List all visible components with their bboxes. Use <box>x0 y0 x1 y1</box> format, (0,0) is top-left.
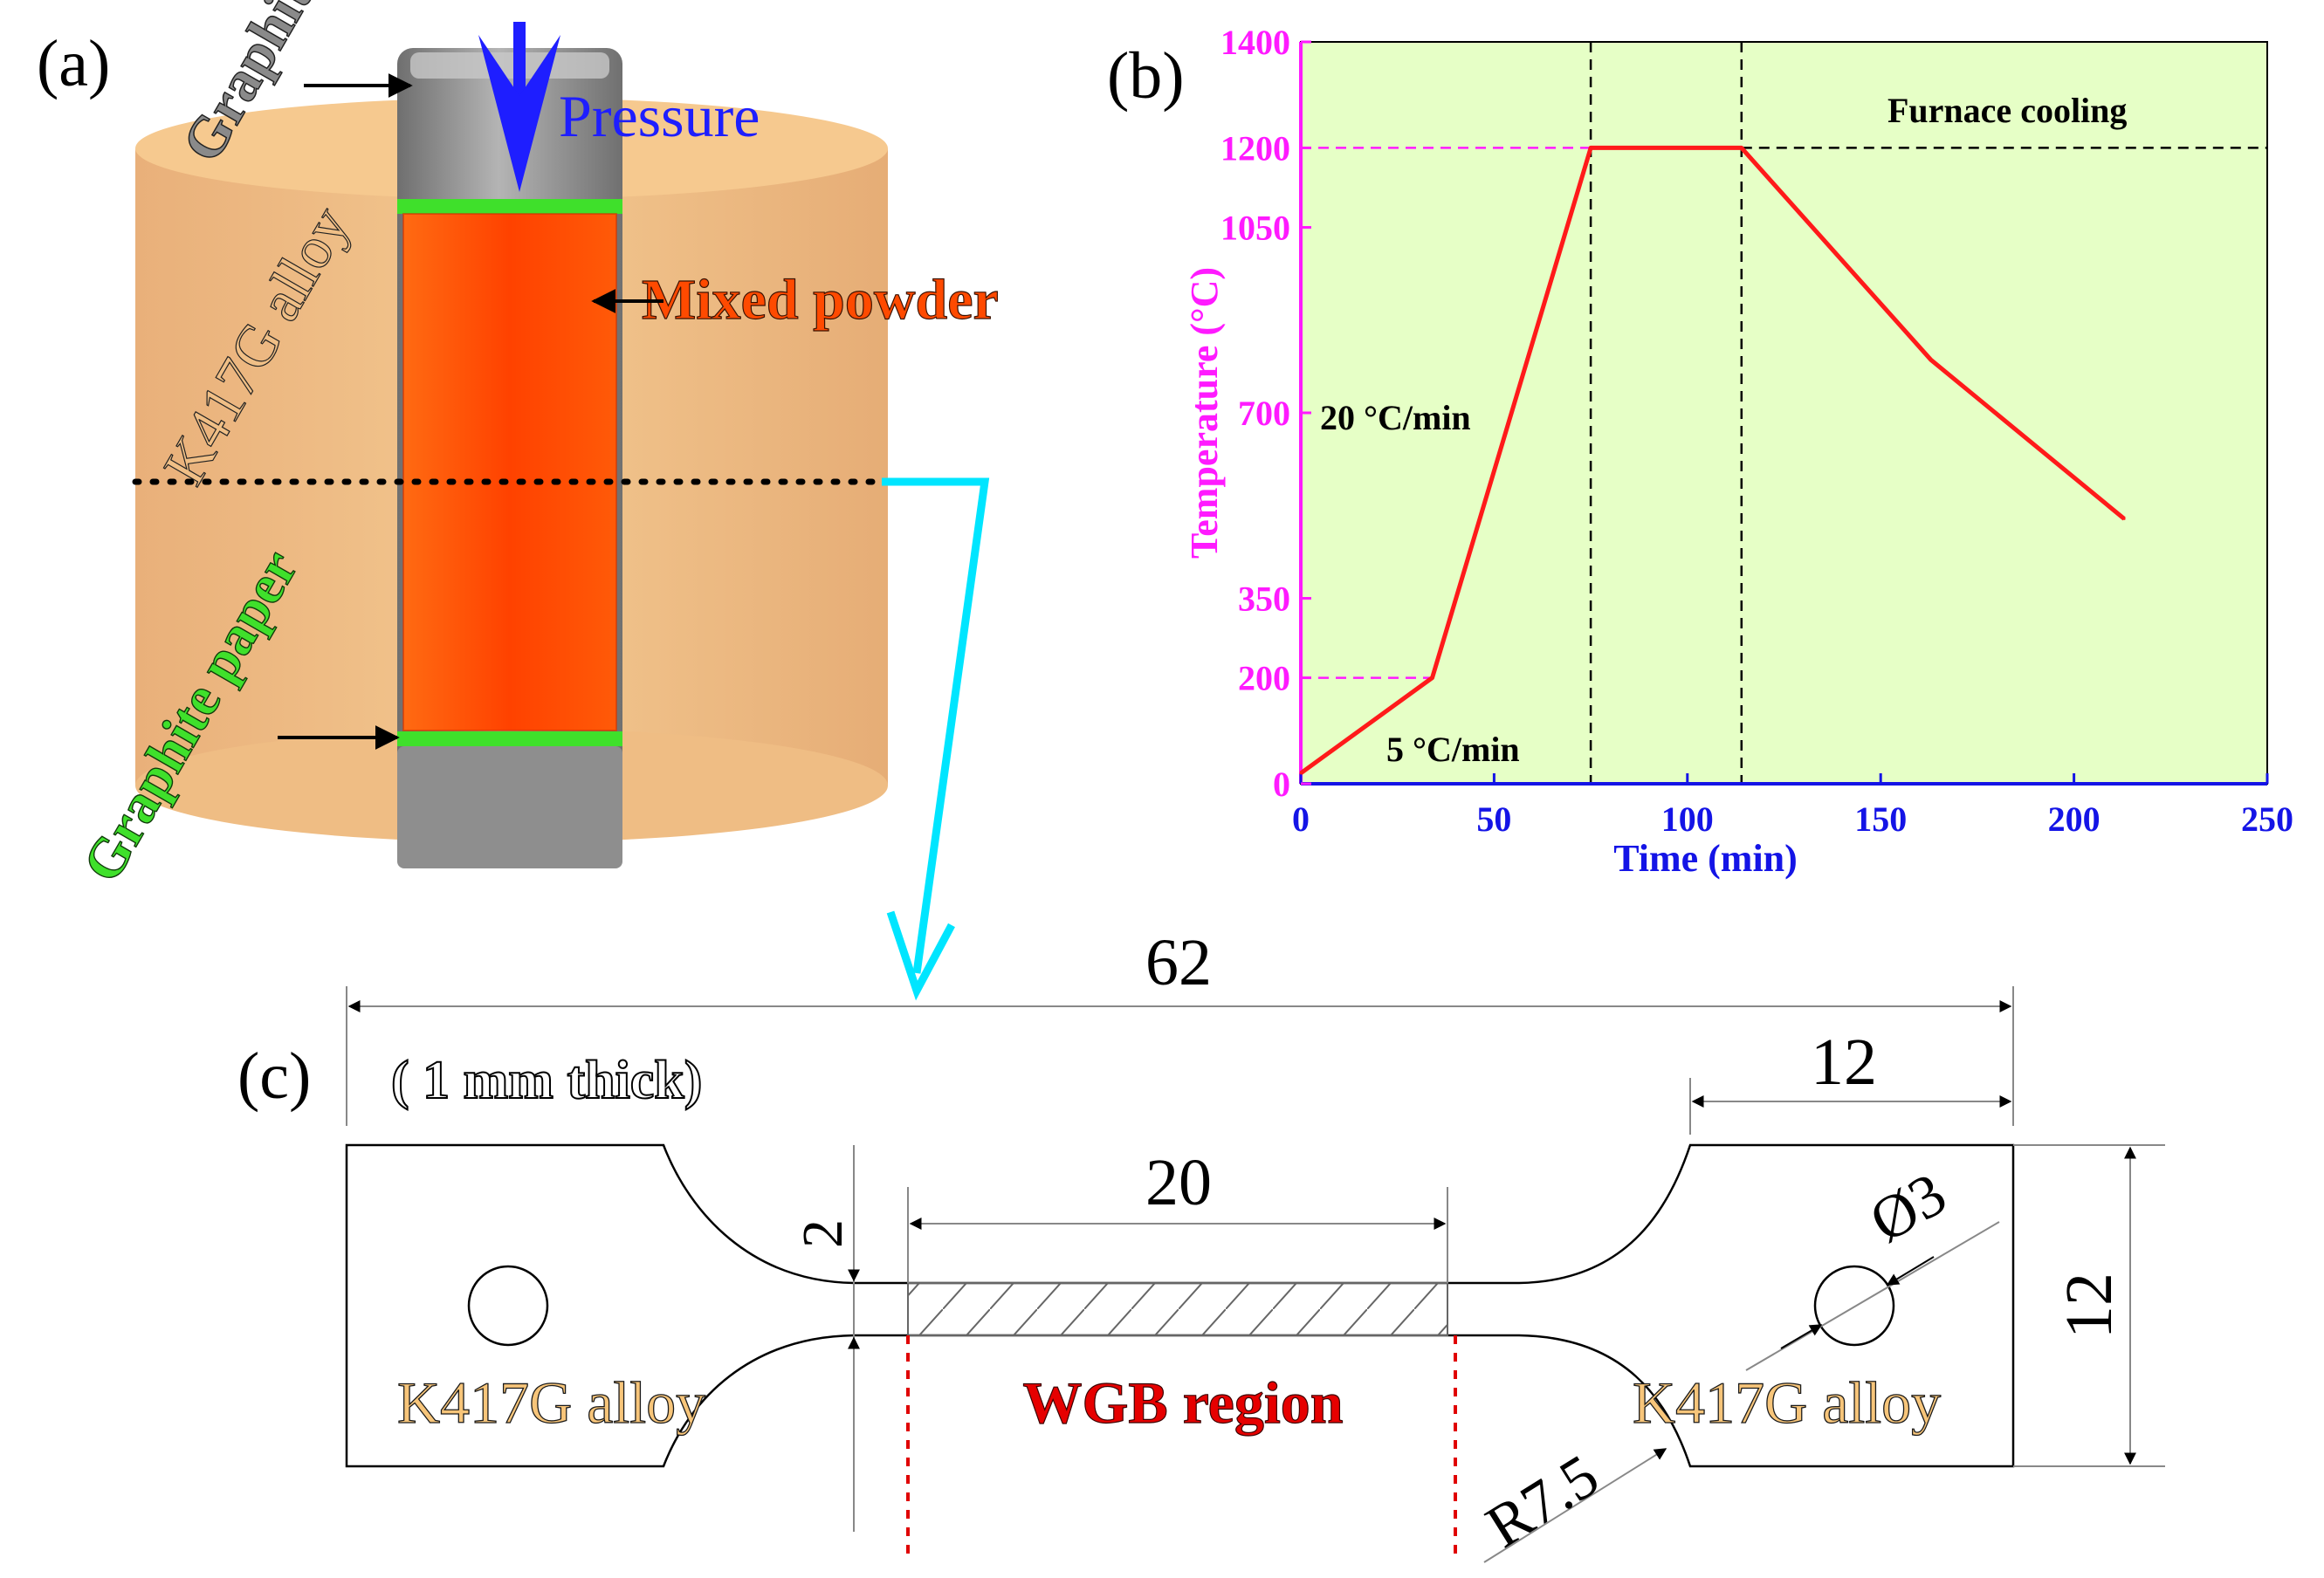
wgb-hatch <box>907 1282 1448 1336</box>
y-tick-label-200: 200 <box>1238 659 1290 698</box>
connector-arrow <box>882 477 990 1001</box>
y-axis-label: Temperature (°C) <box>1183 267 1226 559</box>
panel-c: (c) ( 1 mm thick) 62 12 20 2 <box>237 926 2165 1563</box>
panel-c-label: (c) <box>237 1039 311 1113</box>
panel-a-label: (a) <box>37 27 110 100</box>
x-tick-label-100: 100 <box>1661 799 1714 839</box>
right-alloy-label: K417G alloy <box>1633 1369 1941 1436</box>
graphite-paper-top <box>397 199 622 214</box>
temperature-point-0-2 <box>1589 146 1592 149</box>
y-tick-label-350: 350 <box>1238 580 1290 619</box>
x-tick-label-50: 50 <box>1476 799 1511 839</box>
dim-2: 2 <box>791 1219 855 1248</box>
x-tick-label-150: 150 <box>1854 799 1907 839</box>
left-alloy-label: K417G alloy <box>397 1369 705 1436</box>
y-tick-label-1400: 1400 <box>1220 23 1290 62</box>
hole-left <box>467 1265 549 1347</box>
mixed-powder-label: Mixed powder <box>642 268 999 332</box>
dim-62: 62 <box>1145 926 1212 999</box>
annot-rate-5: 5 °C/min <box>1386 730 1520 769</box>
temperature-point-0-1 <box>1431 676 1434 680</box>
x-tick-label-0: 0 <box>1292 799 1310 839</box>
specimen-outline <box>345 1143 2015 1468</box>
annot-furnace-cooling: Furnace cooling <box>1887 91 2127 130</box>
plot-area <box>1300 41 2268 785</box>
temperature-point-0-0 <box>1299 772 1303 775</box>
wgb-region-label: WGB region <box>1022 1369 1343 1436</box>
temperature-point-0-3 <box>1740 146 1743 149</box>
dim-20: 20 <box>1145 1146 1212 1219</box>
y-tick-label-1050: 1050 <box>1220 209 1290 248</box>
panel-b-label: (b) <box>1107 39 1185 113</box>
dim-hole: Ø3 <box>1860 1160 1958 1255</box>
pressure-arrow <box>478 22 560 192</box>
x-tick-label-250: 250 <box>2241 799 2293 839</box>
dim-12-right: 12 <box>2052 1273 2126 1339</box>
graphite-paper-bottom <box>397 731 622 746</box>
temperature-point-0-4 <box>1929 358 1933 361</box>
x-axis-label: Time (min) <box>1613 837 1798 880</box>
hole-right <box>1813 1265 1895 1347</box>
y-tick-label-0: 0 <box>1273 765 1290 804</box>
dim-radius: R7.5 <box>1475 1442 1611 1561</box>
thickness-note: ( 1 mm thick) <box>391 1051 702 1110</box>
mixed-powder-block <box>403 214 616 731</box>
temperature-point-0-5 <box>2122 517 2126 520</box>
temperature-series-line-0 <box>1299 145 2126 775</box>
panel-a: (a) Pressure Graphite punch <box>37 0 999 1001</box>
pressure-label: Pressure <box>559 83 760 149</box>
x-tick-label-200: 200 <box>2048 799 2101 839</box>
annot-rate-20: 20 °C/min <box>1320 398 1471 437</box>
temperature-chart: 0 50 100 150 200 250 0 200 350 700 1050 1200 1400Tim… <box>1183 23 2293 880</box>
y-tick-label-700: 700 <box>1238 394 1290 433</box>
panel-b: (b) 0 50 100 150 200 250 0 200 350 700 1050 1200 140… <box>1107 23 2293 880</box>
dim-line-radius <box>1483 1448 1667 1563</box>
dim-line-hole <box>1745 1221 2000 1371</box>
y-tick-label-1200: 1200 <box>1220 128 1290 168</box>
dim-12-top: 12 <box>1811 1026 1877 1099</box>
